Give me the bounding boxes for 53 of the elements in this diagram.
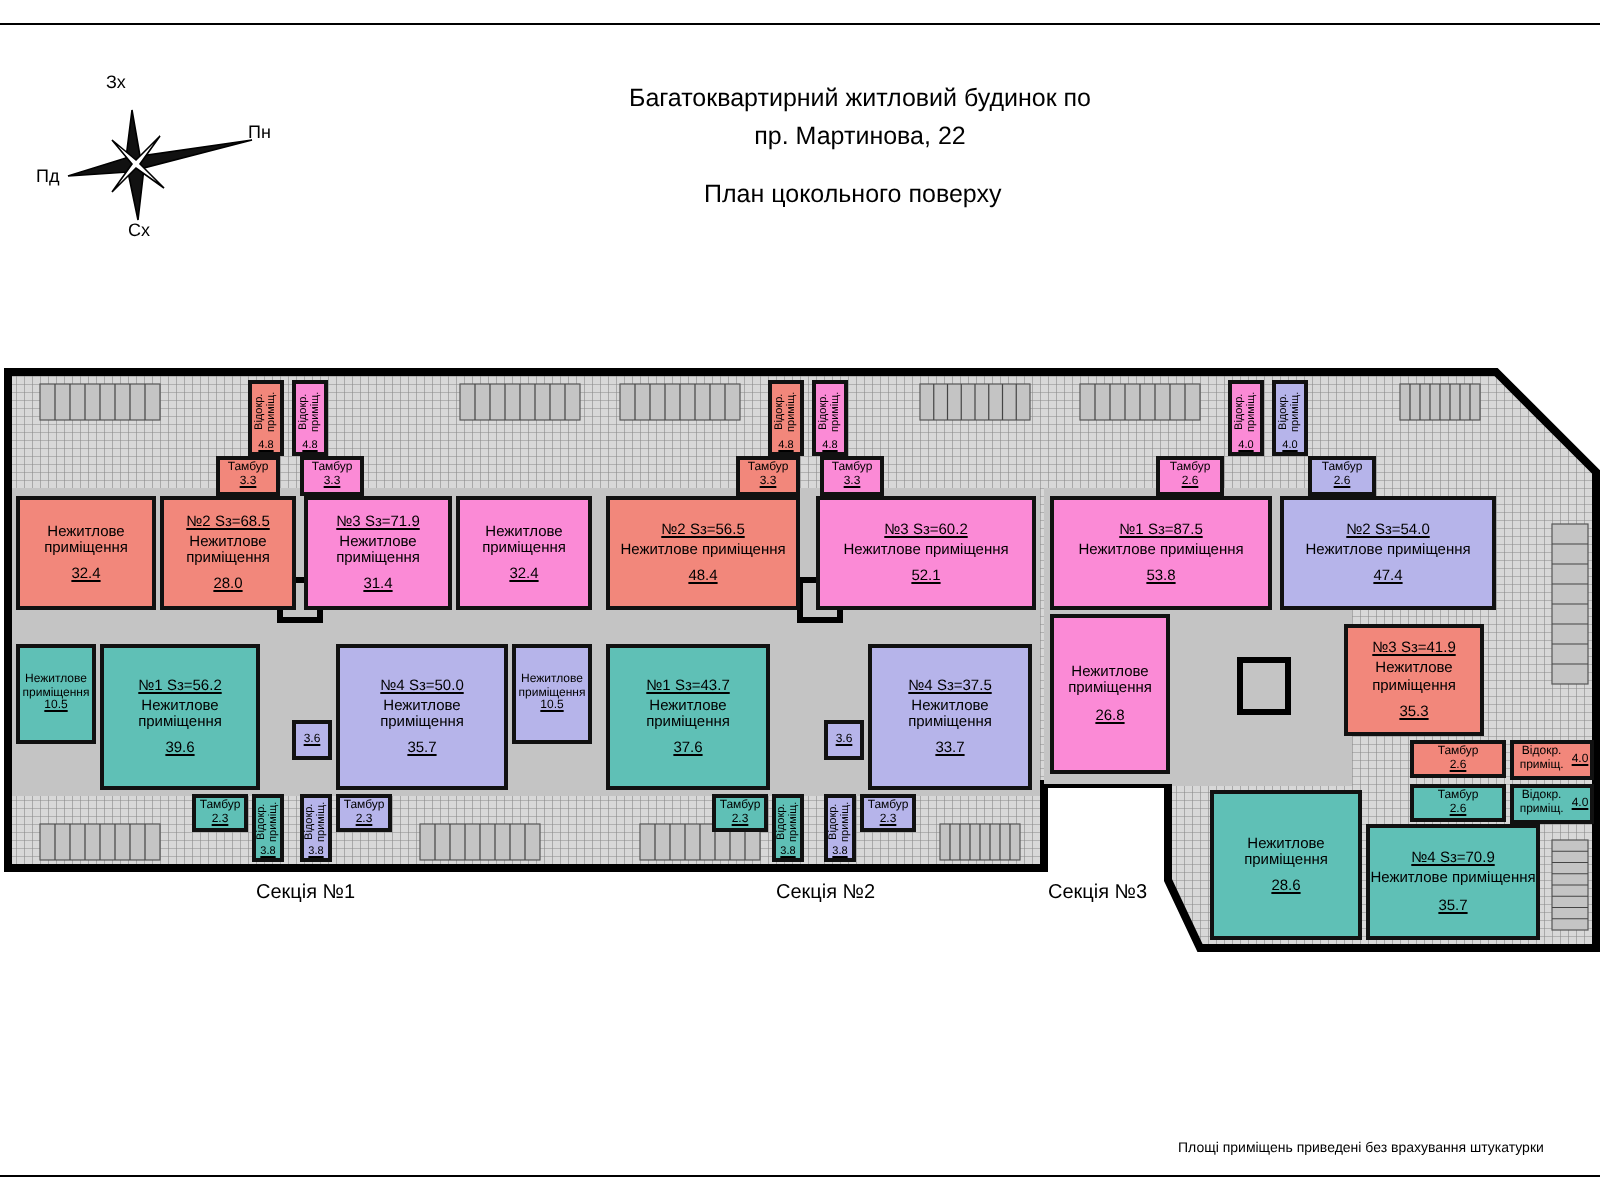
room-area — [512, 644, 592, 744]
room-area — [1228, 380, 1264, 456]
room-area — [192, 794, 248, 832]
room-area — [16, 496, 156, 610]
room-area — [1344, 624, 1484, 736]
room-area — [1366, 824, 1540, 940]
room-area — [1210, 790, 1362, 940]
room-area — [300, 456, 364, 496]
room-area — [1156, 456, 1224, 496]
compass-label: Пн — [248, 122, 271, 142]
room-area — [292, 380, 328, 456]
room-area — [1510, 740, 1594, 780]
room-area — [768, 380, 804, 456]
room-area — [1410, 784, 1506, 822]
room-area — [1050, 614, 1170, 774]
room-area — [252, 794, 284, 862]
room-area — [292, 720, 332, 760]
room-area — [812, 380, 848, 456]
section-label: Секція №2 — [776, 882, 876, 904]
compass-label: Зх — [106, 72, 126, 92]
room-area — [336, 794, 392, 832]
room-area — [772, 794, 804, 862]
room-area — [606, 644, 770, 790]
room-area — [816, 496, 1036, 610]
room-area — [1308, 456, 1376, 496]
room-area — [300, 794, 332, 862]
room-area — [1280, 496, 1496, 610]
room-area — [216, 456, 280, 496]
compass-label: Пд — [36, 166, 60, 186]
compass-label: Сх — [128, 220, 150, 240]
room-area — [1050, 496, 1272, 610]
room-area — [606, 496, 800, 610]
room-area — [1410, 740, 1506, 778]
section-label: Секція №1 — [256, 882, 356, 904]
room-area — [868, 644, 1032, 790]
room-area — [736, 456, 800, 496]
room-area — [100, 644, 260, 790]
room-area — [860, 794, 916, 832]
room-area — [304, 496, 452, 610]
subtitle: План цокольного поверху — [704, 180, 1002, 208]
room-area — [160, 496, 296, 610]
room-area — [824, 794, 856, 862]
room-area — [820, 456, 884, 496]
room-area — [248, 380, 284, 456]
room-area — [16, 644, 96, 744]
room-area — [1272, 380, 1308, 456]
room-area — [336, 644, 508, 790]
room-area — [1510, 784, 1594, 824]
room-area — [824, 720, 864, 760]
room-area — [712, 794, 768, 832]
room-area — [456, 496, 592, 610]
section-label: Секція №3 — [1048, 882, 1148, 904]
title: Багатоквартирний житловий будинок по пр. Мартинова, 22 — [626, 82, 1094, 155]
